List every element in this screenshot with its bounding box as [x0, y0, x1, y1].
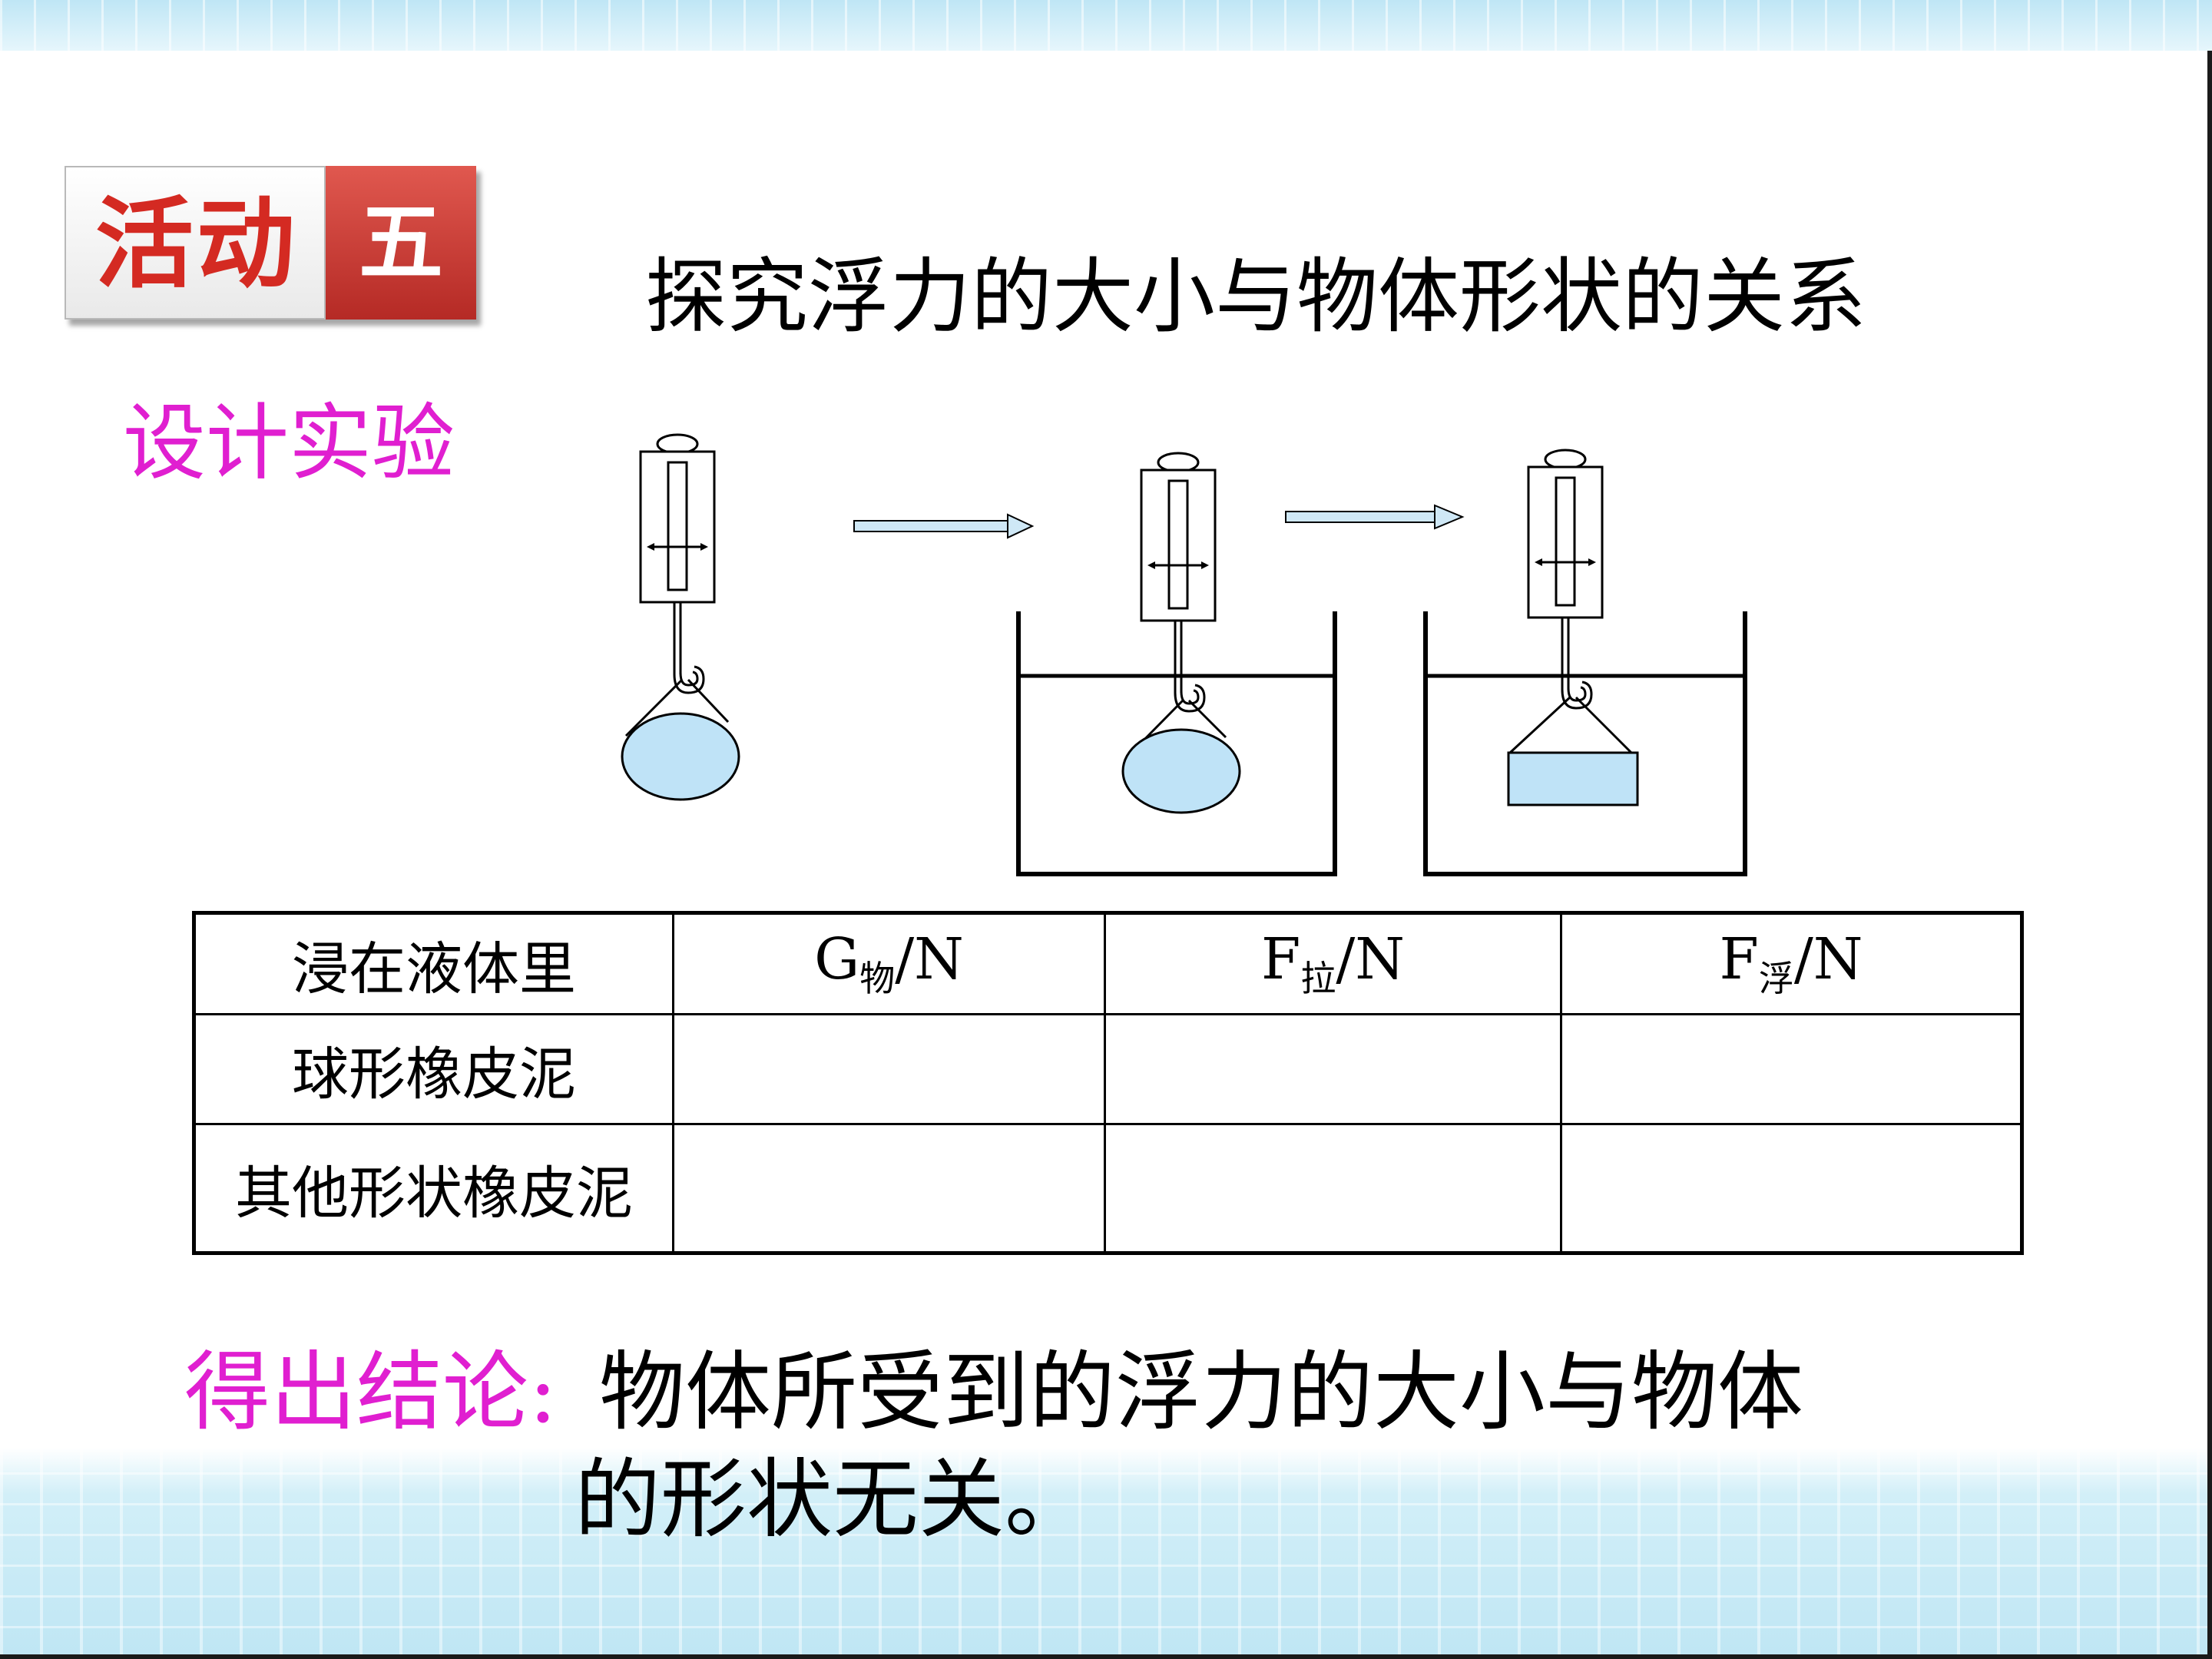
- conclusion-label: 得出结论:: [184, 1343, 558, 1442]
- section-subtitle: 设计实验: [123, 396, 455, 492]
- beaker-1: [1016, 611, 1337, 876]
- table-cell: [1560, 1123, 2023, 1254]
- right-border-line: [2207, 51, 2212, 1659]
- badge-label: 活动: [94, 187, 298, 302]
- spring-scale-3: [1508, 449, 1633, 754]
- data-table: 浸在液体里 G物/N F拉/N F浮/N 球形橡皮泥 其他形状橡皮泥: [192, 911, 2024, 1255]
- arrow-2: [1285, 504, 1465, 530]
- badge-number-box: 五: [326, 166, 476, 320]
- header-cell: F浮/N: [1560, 912, 2023, 1015]
- conclusion-line-1: 物体所受到的浮力的大小与物体: [599, 1343, 1803, 1442]
- clay-block: [1507, 751, 1639, 806]
- conclusion-line-2: 的形状无关。: [575, 1450, 1091, 1550]
- arrow-1: [853, 513, 1035, 539]
- badge-number: 五: [359, 193, 443, 292]
- row-label-cell: 球形橡皮泥: [193, 1013, 674, 1125]
- badge-label-box: 活动: [65, 166, 326, 320]
- table-row: 其他形状橡皮泥: [193, 1123, 2023, 1254]
- spring-scale-1: [624, 433, 730, 737]
- row-label-cell: 其他形状橡皮泥: [193, 1123, 674, 1254]
- table-header-row: 浸在液体里 G物/N F拉/N F浮/N: [193, 912, 2023, 1015]
- table-cell: [672, 1123, 1106, 1254]
- beaker-2: [1423, 611, 1747, 876]
- bottom-decor-band: [0, 1448, 2212, 1659]
- clay-ball-1: [621, 712, 740, 801]
- table-row: 球形橡皮泥: [193, 1013, 2023, 1125]
- header-cell: G物/N: [672, 912, 1106, 1015]
- top-decor-band: [0, 0, 2212, 51]
- table-cell: [1104, 1123, 1562, 1254]
- activity-badge: 活动 五: [65, 166, 476, 320]
- bottom-border-line: [0, 1654, 2212, 1659]
- slide-title: 探究浮力的大小与物体形状的关系: [645, 250, 1866, 344]
- table-cell: [1560, 1013, 2023, 1125]
- table-cell: [672, 1013, 1106, 1125]
- header-cell: 浸在液体里: [193, 912, 674, 1015]
- header-cell: F拉/N: [1104, 912, 1562, 1015]
- spring-scale-2: [1134, 452, 1227, 750]
- clay-ball-2: [1121, 728, 1241, 814]
- table-cell: [1104, 1013, 1562, 1125]
